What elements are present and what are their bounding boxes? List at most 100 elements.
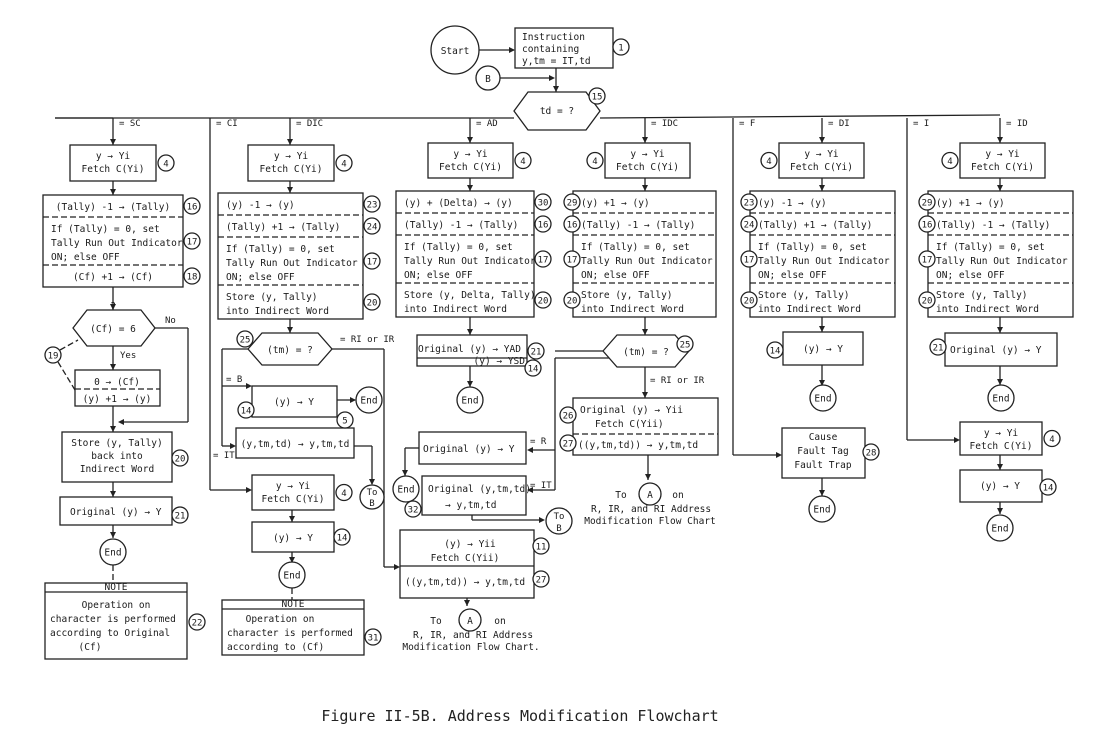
id-final-text: Original (y) → Y	[950, 345, 1042, 356]
arrowhead-icon	[549, 75, 555, 81]
step-number-badge	[740, 250, 758, 268]
step-number: 29	[922, 199, 933, 209]
step-number: 14	[1043, 484, 1054, 494]
fault-box	[781, 427, 866, 479]
end-terminal	[986, 514, 1014, 542]
arrowhead-icon	[642, 392, 648, 398]
to-label: To	[367, 488, 378, 498]
arrowhead-icon	[110, 364, 116, 370]
step-number-badge	[363, 217, 381, 235]
operation-text: into Indirect Word	[404, 304, 507, 315]
step-number-badge	[532, 537, 550, 555]
step-number-badge	[559, 406, 577, 424]
step-number-badge	[862, 443, 880, 461]
arrowhead-icon	[997, 508, 1003, 514]
leader-line	[59, 339, 79, 351]
step-number-badge	[335, 483, 353, 502]
to-label: To	[554, 512, 565, 522]
step-number-badge	[363, 252, 381, 270]
note-text: according to Original	[50, 628, 170, 639]
branch-label: = ID	[1006, 119, 1028, 129]
end-label: End	[360, 396, 377, 407]
instruction-text: containing	[522, 44, 579, 55]
ad-final-box	[416, 334, 528, 367]
step-number: 16	[922, 221, 933, 231]
step-number-badge	[171, 449, 189, 467]
id-final-box	[944, 332, 1058, 367]
idc-decision-label: (tm) = ?	[623, 347, 669, 358]
arrowhead-icon	[464, 600, 470, 606]
step-number-badge	[404, 500, 422, 518]
step-number: 27	[536, 576, 547, 586]
to-label: To	[615, 490, 627, 501]
orig-text: Fetch C(Yii)	[595, 419, 664, 430]
i-final-text: (y) → Y	[980, 481, 1020, 492]
step-number-badge	[586, 151, 604, 170]
decision-td-label: td = ?	[540, 106, 574, 117]
step-number: 4	[592, 157, 597, 167]
ci-final-text: (y) → Y	[273, 533, 313, 544]
operation-text: Tally Run Out Indicator	[936, 256, 1068, 267]
step-number: 16	[538, 221, 549, 231]
dic-ops-box	[217, 192, 364, 320]
arrowhead-icon	[642, 185, 648, 191]
fetch-assign-text: y → Yi	[804, 149, 839, 160]
arrowhead-icon	[997, 185, 1003, 191]
step-number: 26	[563, 412, 574, 422]
branch-label: = SC	[119, 119, 141, 129]
operation-text: (Tally) -1 → (Tally)	[581, 220, 695, 231]
r-label: = R	[530, 437, 547, 447]
increment-text: (y) +1 → (y)	[83, 394, 152, 405]
arrowhead-icon	[289, 557, 295, 563]
step-number: 31	[368, 634, 379, 644]
decision-question-mark: ?	[110, 301, 116, 312]
sc-ops-box	[42, 194, 184, 288]
arrowhead-icon	[467, 185, 473, 191]
operation-text: If (Tally) = 0, set	[51, 224, 160, 235]
step-number-badge	[524, 359, 542, 377]
arrowhead-icon	[997, 379, 1003, 385]
di-fetch-box	[778, 142, 865, 179]
step-number-badge	[236, 330, 254, 348]
note-text: according to (Cf)	[227, 642, 324, 653]
yY-text: (y) → Y	[274, 397, 314, 408]
end-terminal	[808, 495, 836, 523]
step-number-badge	[559, 434, 577, 452]
step-number: 27	[563, 440, 574, 450]
ad-it-box	[421, 475, 527, 516]
step-number: 20	[175, 455, 186, 465]
step-number-badge	[44, 346, 62, 364]
operation-text: (Tally) +1 → (Tally)	[758, 220, 872, 231]
step-number: 30	[538, 199, 549, 209]
operation-text: Store (y, Delta, Tally)	[404, 290, 536, 301]
operation-text: Tally Run Out Indicator	[581, 256, 713, 267]
final-text: Original (y) → Y	[70, 507, 162, 518]
end-label: End	[814, 394, 831, 405]
arrowhead-icon	[997, 137, 1003, 143]
step-number: 21	[531, 348, 542, 358]
operation-text: ON; else OFF	[936, 270, 1005, 281]
branch-label: = DIC	[296, 119, 323, 129]
arrowhead-icon	[819, 185, 825, 191]
note-text: character is performed	[50, 614, 176, 625]
connector-b-label: B	[485, 74, 491, 85]
step-number-badge	[941, 151, 959, 170]
step-number-badge	[740, 291, 758, 309]
sc-store-box	[61, 431, 173, 483]
r-box-text: Original (y) → Y	[423, 444, 515, 455]
operation-text: Store (y, Tally)	[226, 292, 318, 303]
ri-text: Fetch C(Yii)	[431, 553, 500, 564]
step-number-badge	[918, 250, 936, 268]
dic-yY-box	[251, 385, 338, 418]
step-number: 1	[618, 44, 623, 54]
on-label: on	[494, 616, 505, 627]
step-number-badge	[335, 154, 353, 172]
arrowhead-icon	[539, 517, 545, 523]
step-number: 17	[367, 258, 378, 268]
step-number: 14	[528, 365, 539, 375]
step-number: 23	[744, 199, 755, 209]
figure-caption: Figure II-5B. Address Modification Flowc…	[321, 707, 718, 725]
end-label: End	[991, 524, 1008, 535]
ad-r-box	[418, 431, 527, 465]
i-fetch-box	[959, 421, 1043, 456]
